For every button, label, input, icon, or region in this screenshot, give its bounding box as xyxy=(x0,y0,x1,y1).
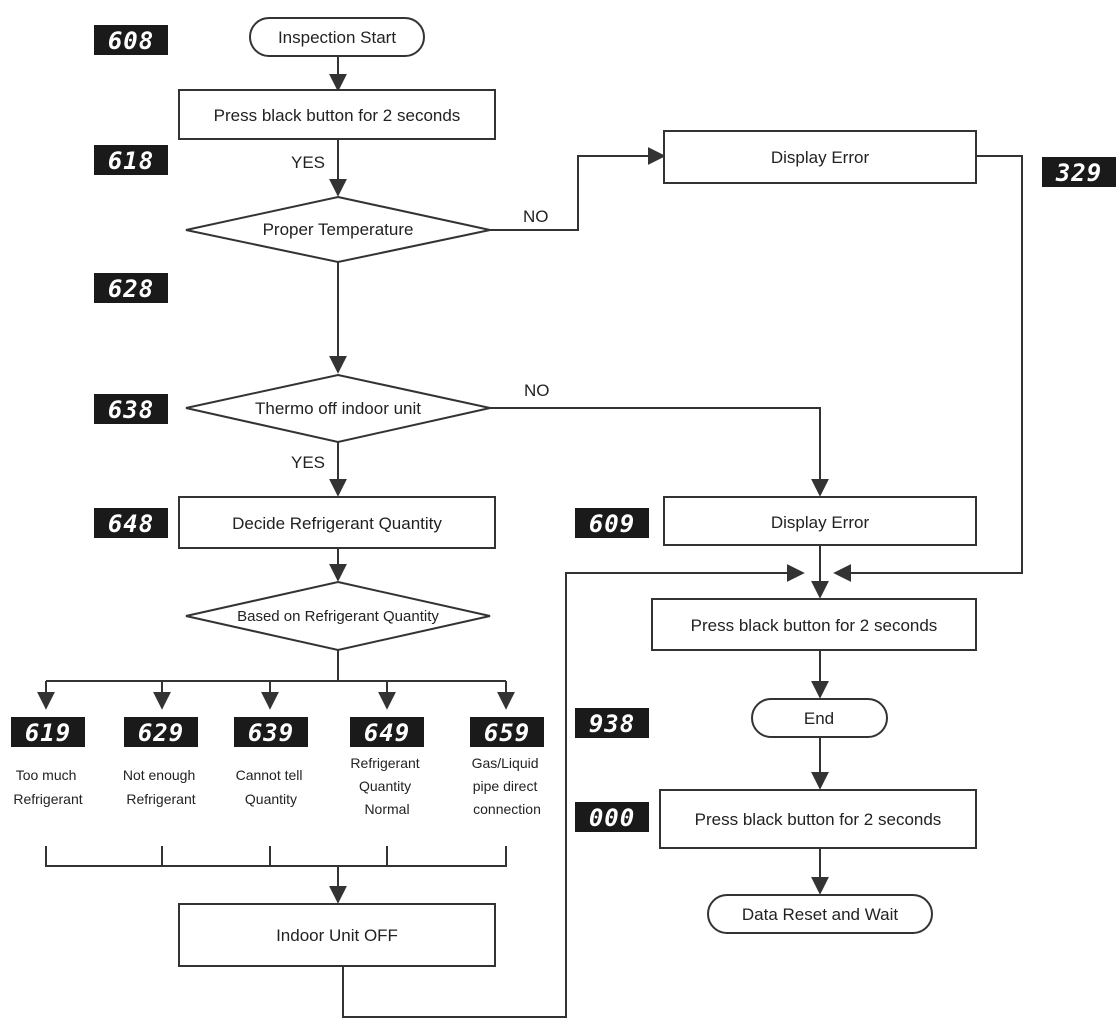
node-press-button-1: Press black button for 2 seconds xyxy=(178,89,496,140)
code-659: 659 xyxy=(470,717,544,747)
decision-thermo-off: Thermo off indoor unit xyxy=(185,373,491,444)
decision-based-on-quantity: Based on Refrigerant Quantity xyxy=(185,580,491,652)
outcome-cannot-tell: Cannot tell Quantity xyxy=(236,767,307,807)
svg-text:Display Error: Display Error xyxy=(771,148,870,167)
svg-text:638: 638 xyxy=(108,396,154,424)
node-press-button-2: Press black button for 2 seconds xyxy=(651,598,977,651)
svg-text:Data Reset and Wait: Data Reset and Wait xyxy=(742,905,898,924)
outcome-not-enough: Not enough Refrigerant xyxy=(123,767,199,807)
svg-text:Press black button for 2 secon: Press black button for 2 seconds xyxy=(214,106,461,125)
decision-proper-temperature: Proper Temperature xyxy=(185,195,491,264)
node-end: End xyxy=(751,698,888,738)
edge-error1-merge xyxy=(833,155,1023,582)
edge-label-no-1: NO xyxy=(523,207,549,226)
collect-bus xyxy=(45,846,507,867)
svg-text:619: 619 xyxy=(25,719,71,747)
node-display-error-2: Display Error xyxy=(663,496,977,546)
svg-text:648: 648 xyxy=(108,510,154,538)
svg-text:Decide Refrigerant Quantity: Decide Refrigerant Quantity xyxy=(232,514,442,533)
svg-text:659: 659 xyxy=(484,719,530,747)
node-press-button-3: Press black button for 2 seconds xyxy=(659,789,977,849)
svg-text:609: 609 xyxy=(589,510,635,538)
code-648: 648 xyxy=(94,508,168,538)
connectors xyxy=(37,56,1023,1018)
node-decide-refrigerant-quantity: Decide Refrigerant Quantity xyxy=(178,496,496,549)
outcome-too-much: Too much Refrigerant xyxy=(13,767,82,807)
code-329: 329 xyxy=(1042,157,1116,187)
code-608: 608 xyxy=(94,25,168,55)
svg-text:Press black button for 2 secon: Press black button for 2 seconds xyxy=(691,616,938,635)
svg-text:End: End xyxy=(804,709,834,728)
svg-text:Press black button for 2 secon: Press black button for 2 seconds xyxy=(695,810,942,829)
code-629: 629 xyxy=(124,717,198,747)
code-639: 639 xyxy=(234,717,308,747)
code-938: 938 xyxy=(575,708,649,738)
node-inspection-start: Inspection Start xyxy=(249,17,425,57)
svg-text:Proper Temperature: Proper Temperature xyxy=(263,220,414,239)
code-638: 638 xyxy=(94,394,168,424)
svg-text:639: 639 xyxy=(248,719,294,747)
svg-text:329: 329 xyxy=(1055,159,1102,187)
edge-thermo-error2 xyxy=(490,407,829,497)
svg-text:000: 000 xyxy=(589,804,635,832)
edge-indooroff-merge xyxy=(342,564,805,1018)
outcome-direct-connection: Gas/Liquid pipe direct connection xyxy=(472,755,543,817)
edge-temp-error1 xyxy=(490,147,666,231)
outcome-normal: Refrigerant Quantity Normal xyxy=(350,755,423,817)
edge-label-no-2: NO xyxy=(524,381,550,400)
svg-text:608: 608 xyxy=(108,27,154,55)
code-000: 000 xyxy=(575,802,649,832)
svg-text:Based on Refrigerant Quantity: Based on Refrigerant Quantity xyxy=(237,608,439,625)
svg-text:Thermo off indoor unit: Thermo off indoor unit xyxy=(255,399,421,418)
code-609: 609 xyxy=(575,508,649,538)
svg-text:Indoor Unit OFF: Indoor Unit OFF xyxy=(276,926,398,945)
svg-text:649: 649 xyxy=(364,719,410,747)
node-display-error-1: Display Error xyxy=(663,130,977,184)
svg-text:629: 629 xyxy=(138,719,184,747)
node-indoor-unit-off: Indoor Unit OFF xyxy=(178,903,496,967)
svg-text:938: 938 xyxy=(589,710,635,738)
code-628: 628 xyxy=(94,273,168,303)
code-649: 649 xyxy=(350,717,424,747)
node-data-reset: Data Reset and Wait xyxy=(707,894,933,934)
code-618: 618 xyxy=(94,145,168,175)
svg-text:Inspection Start: Inspection Start xyxy=(278,28,396,47)
svg-text:618: 618 xyxy=(108,147,154,175)
edge-label-yes-1: YES xyxy=(291,153,325,172)
edge-label-yes-2: YES xyxy=(291,453,325,472)
code-619: 619 xyxy=(11,717,85,747)
svg-text:628: 628 xyxy=(108,275,154,303)
svg-text:Display Error: Display Error xyxy=(771,513,870,532)
